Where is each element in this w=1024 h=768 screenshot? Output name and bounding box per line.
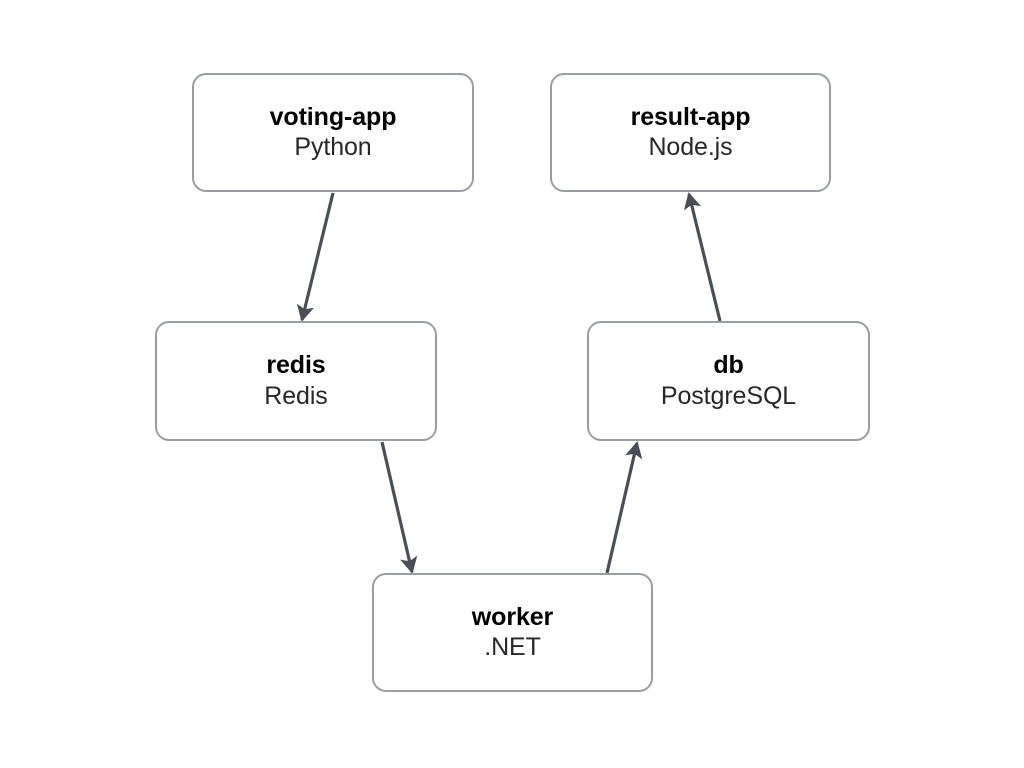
node-subtitle: Redis [264, 381, 328, 410]
node-title: db [713, 351, 744, 379]
edge-voting-app-to-redis [296, 192, 335, 322]
node-subtitle: Node.js [648, 133, 733, 161]
edge-db-to-result-app [683, 192, 722, 322]
node-title: result-app [630, 102, 751, 131]
edge-worker-to-db [605, 441, 643, 574]
node-title: redis [266, 351, 326, 379]
edge-redis-to-worker [380, 441, 418, 574]
node-worker[interactable]: worker.NET [372, 573, 653, 692]
node-subtitle: Python [294, 133, 372, 161]
node-subtitle: PostgreSQL [660, 381, 797, 410]
node-title: worker [471, 602, 554, 631]
node-subtitle: .NET [484, 633, 541, 661]
node-title: voting-app [269, 102, 397, 131]
